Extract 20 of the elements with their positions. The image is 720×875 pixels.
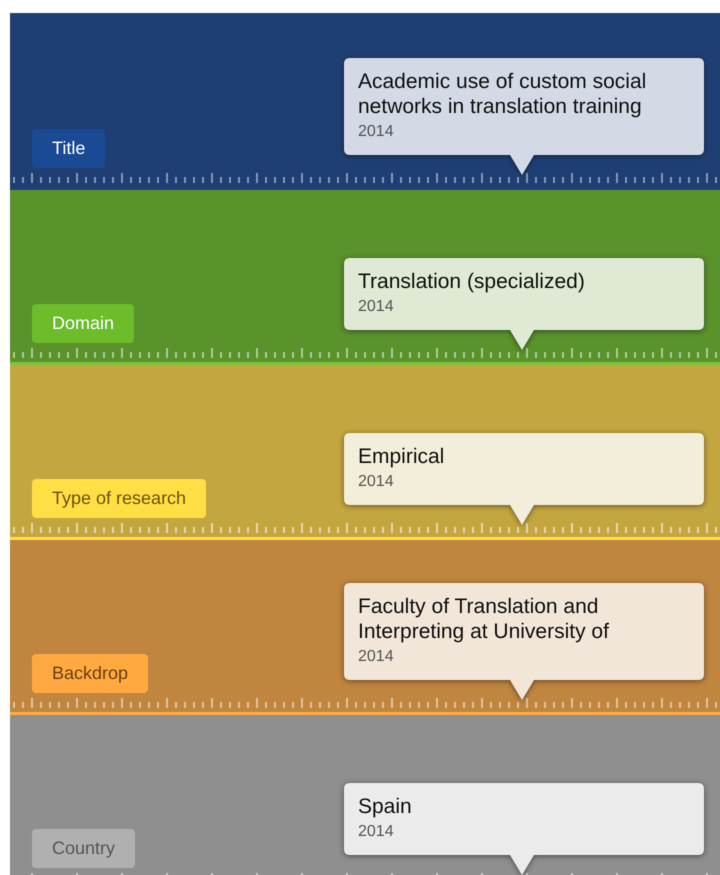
callout-title: Translation (specialized) <box>358 269 586 294</box>
category-tag: Country <box>32 829 136 868</box>
year-text: 2014 <box>358 823 394 841</box>
callout-bubble <box>344 783 704 875</box>
callout-title: Academic use of custom social networks in translation training <box>358 69 648 119</box>
callout-bubble <box>344 58 704 175</box>
category-tag: Type of research <box>32 479 206 518</box>
callout-bubble <box>344 583 704 700</box>
year-text: 2014 <box>358 473 394 491</box>
callout-title: Empirical <box>358 444 446 469</box>
year-text: 2014 <box>358 648 394 666</box>
category-tag: Backdrop <box>32 654 148 693</box>
year-text: 2014 <box>358 123 394 141</box>
callout-bubble <box>344 433 704 525</box>
callout-bubble <box>344 258 704 350</box>
category-tag: Title <box>32 129 106 168</box>
callout-title: Faculty of Translation and Interpreting at University of <box>358 594 610 644</box>
category-tag: Domain <box>32 304 134 343</box>
callout-title: Spain <box>358 794 413 819</box>
year-text: 2014 <box>358 298 394 316</box>
